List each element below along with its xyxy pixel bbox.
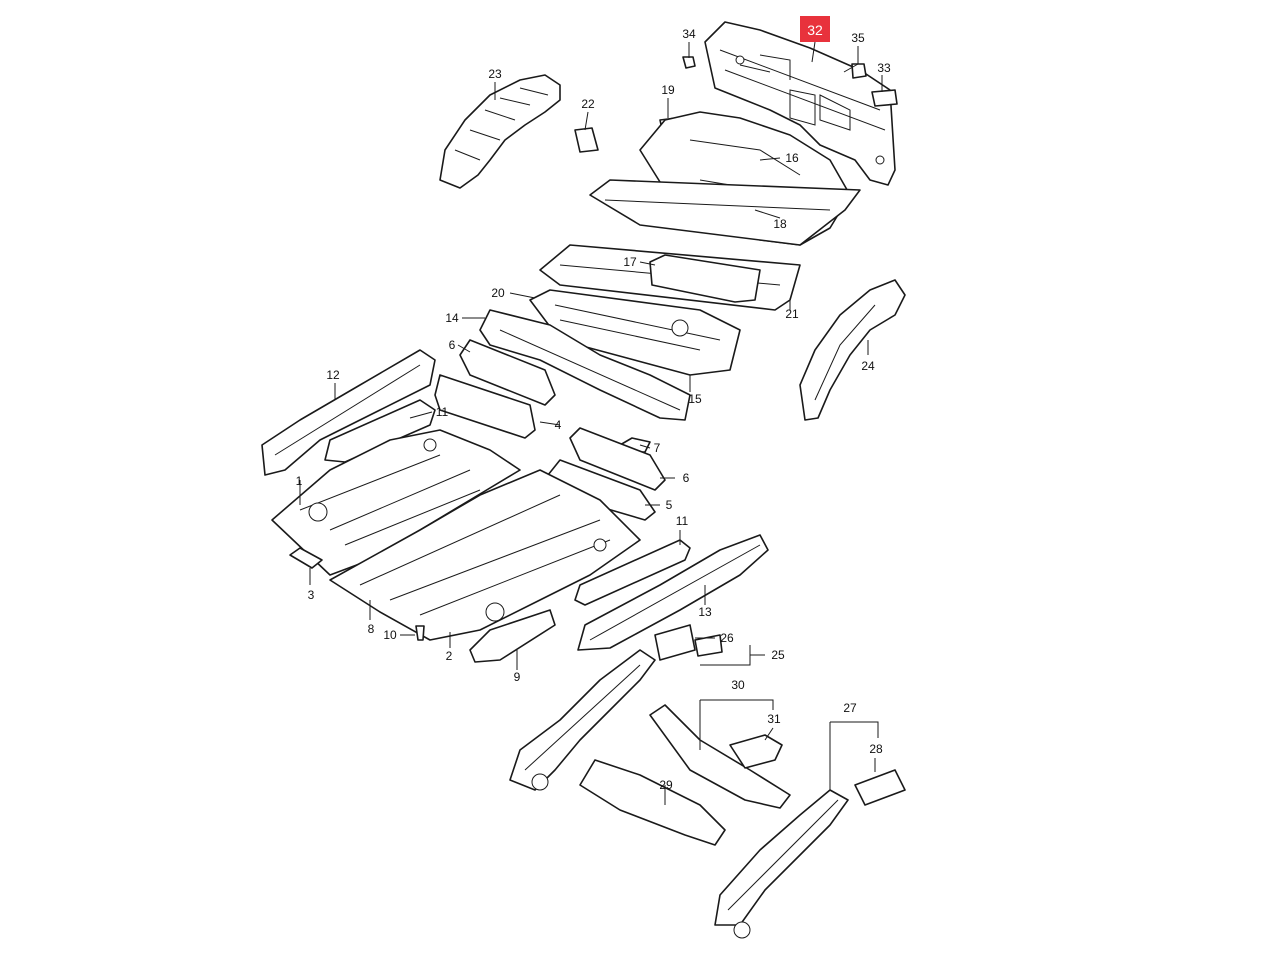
callout-13: 13 [698, 605, 712, 619]
part-30-member [649, 704, 791, 809]
callout-26: 26 [720, 631, 734, 645]
part-26-bracket-b [694, 634, 723, 657]
callout-6-lower: 6 [683, 471, 690, 485]
part-18-crossmember [589, 179, 861, 246]
callout-24: 24 [861, 359, 875, 373]
callout-4: 4 [555, 418, 562, 432]
callout-12: 12 [326, 368, 340, 382]
leader-lines [299, 41, 883, 805]
part-29-member [579, 759, 726, 846]
callout-8: 8 [368, 622, 375, 636]
callout-32-highlight[interactable] [800, 16, 830, 42]
part-23-wheel-house [439, 74, 561, 189]
callout-1: 1 [296, 474, 303, 488]
callout-22: 22 [581, 97, 595, 111]
callout-29: 29 [659, 778, 673, 792]
part-10-bolt [415, 625, 425, 641]
callout-21: 21 [785, 307, 799, 321]
callout-33: 33 [877, 61, 891, 75]
callout-11-right: 11 [676, 514, 689, 528]
part-13-side-sill [577, 534, 769, 651]
callout-17: 17 [623, 255, 637, 269]
part-22-bracket [574, 127, 599, 153]
part-14-crossmember [479, 309, 691, 421]
part-4-seat-bracket [434, 374, 536, 439]
part-31-bracket [729, 734, 783, 769]
callout-32[interactable]: 32 [807, 22, 823, 38]
callout-15: 15 [688, 392, 702, 406]
callout-7: 7 [654, 441, 661, 455]
callout-18: 18 [773, 217, 787, 231]
callout-27: 27 [843, 701, 857, 715]
callout-34: 34 [682, 27, 696, 41]
callout-2: 2 [446, 649, 453, 663]
callout-23: 23 [488, 67, 502, 81]
callout-19: 19 [661, 83, 675, 97]
part-28-bracket [854, 769, 906, 806]
front-side-member-right [714, 789, 849, 939]
part-17-panel [649, 254, 761, 303]
part-11-sill-reinforcement-right [574, 539, 691, 606]
callout-20: 20 [491, 286, 505, 300]
callout-9: 9 [514, 670, 521, 684]
callout-5: 5 [666, 498, 673, 512]
callout-3: 3 [308, 588, 315, 602]
front-side-member-left [509, 649, 656, 791]
part-9-reinforcement [469, 609, 556, 663]
part-3-plate [289, 547, 323, 569]
part-6-seat-bracket-upper [459, 339, 556, 406]
part-6-seat-bracket-lower [569, 427, 666, 491]
callout-14: 14 [445, 311, 459, 325]
callout-11-left: 11 [436, 405, 449, 419]
callout-labels: 34 32 35 33 23 22 19 16 18 17 21 20 14 1… [296, 16, 891, 792]
part-32-rear-panel [704, 21, 896, 186]
callout-28: 28 [869, 742, 883, 756]
part-12-side-sill [261, 349, 436, 476]
part-24-side-rail [799, 279, 906, 421]
callout-6-upper: 6 [449, 338, 456, 352]
callout-10: 10 [383, 628, 397, 642]
callout-16: 16 [785, 151, 799, 165]
part-33-bracket [871, 89, 898, 107]
part-34-clip [682, 56, 696, 69]
callout-30: 30 [731, 678, 745, 692]
callout-25: 25 [771, 648, 785, 662]
callout-31: 31 [767, 712, 781, 726]
part-35-nut [851, 63, 867, 79]
callout-35: 35 [851, 31, 865, 45]
part-26-bracket [654, 624, 696, 661]
